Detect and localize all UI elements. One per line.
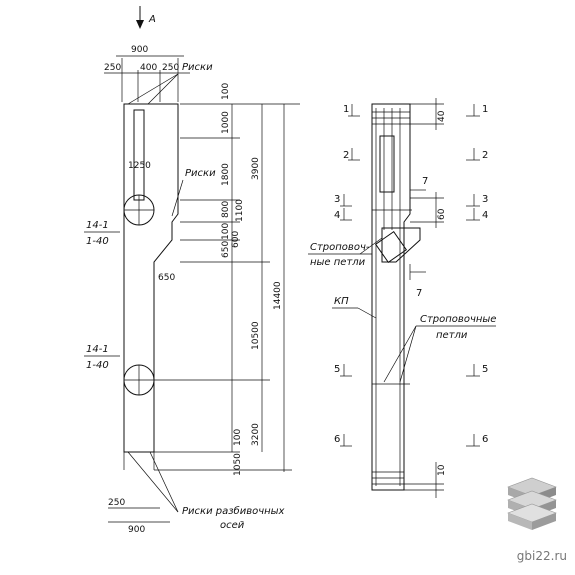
- dim-v-1050: 1050: [233, 453, 243, 476]
- section-left-1: 1: [343, 104, 349, 115]
- dim-bottom-900: 900: [128, 525, 145, 535]
- dim-top-900: 900: [131, 45, 148, 55]
- dim-right-10: 10: [437, 464, 447, 476]
- hole-label-1-line2: 1-40: [86, 236, 109, 247]
- left-column-elevation: 900 250 400 250 Риски 1250 14-1 1-40 14-…: [84, 45, 300, 535]
- label-loops-right-1: Строповочные: [420, 314, 496, 325]
- view-label: A: [148, 14, 156, 25]
- section-right-2: 2: [482, 150, 488, 161]
- dim-v-100-mid: 100: [221, 223, 231, 240]
- section-right-6: 6: [482, 434, 488, 445]
- label-loops-right-2: петли: [436, 330, 468, 341]
- dim-top-250-right: 250: [162, 63, 179, 73]
- label-loops-left-2: ные петли: [310, 257, 366, 268]
- hole-label-2-line2: 1-40: [86, 360, 109, 371]
- section-cut-7-bottom: 7: [416, 288, 422, 299]
- dim-v-100-top: 100: [221, 83, 231, 100]
- section-cut-7-top: 7: [422, 176, 428, 187]
- section-marks-right: 1 2 3 4 5 6: [466, 104, 488, 447]
- watermark-text: gbi22.ru: [516, 549, 567, 563]
- section-marks-left: 1 2 3 4 5 6: [334, 104, 360, 447]
- right-column-reinforcement: 40 60 10 7 7 1 2 3 4 5 6 1: [308, 98, 496, 498]
- hole-label-2-line1: 14-1: [86, 344, 109, 355]
- label-marks-mid: Риски: [185, 168, 216, 179]
- section-left-5: 5: [334, 364, 340, 375]
- dim-v-1100: 1100: [235, 199, 245, 222]
- dim-v-100-bottom: 100: [233, 429, 243, 446]
- dim-v-650: 650: [221, 241, 231, 258]
- label-marks-bottom-1: Риски разбивочных: [182, 505, 285, 517]
- dim-v-10500: 10500: [251, 321, 261, 350]
- dim-v-1800: 1800: [221, 163, 231, 186]
- dim-v-14400: 14400: [273, 281, 283, 310]
- dim-top-400: 400: [140, 63, 157, 73]
- dim-right-60: 60: [437, 208, 447, 220]
- dim-v-3200: 3200: [251, 423, 261, 446]
- section-right-5: 5: [482, 364, 488, 375]
- section-right-1: 1: [482, 104, 488, 115]
- dim-top-250-left: 250: [104, 63, 121, 73]
- dim-bottom-250: 250: [108, 498, 125, 508]
- label-loops-left-1: Строповоч-: [310, 242, 370, 253]
- dim-v-600: 600: [231, 231, 241, 248]
- watermark-logo-icon: [507, 477, 557, 530]
- dim-notch-650: 650: [158, 273, 175, 283]
- dim-v-800: 800: [221, 201, 231, 218]
- dim-hole-1250: 1250: [128, 161, 151, 171]
- section-left-3: 3: [334, 194, 340, 205]
- section-left-6: 6: [334, 434, 340, 445]
- hole-label-1-line1: 14-1: [86, 220, 109, 231]
- section-right-3: 3: [482, 194, 488, 205]
- section-left-4: 4: [334, 210, 340, 221]
- label-marks-top: Риски: [182, 62, 213, 73]
- dim-v-3900: 3900: [251, 157, 261, 180]
- section-right-4: 4: [482, 210, 488, 221]
- label-marks-bottom-2: осей: [220, 520, 245, 531]
- section-left-2: 2: [343, 150, 349, 161]
- label-kp: КП: [334, 296, 349, 307]
- view-arrow-a: A: [136, 6, 156, 29]
- dim-right-40: 40: [437, 110, 447, 122]
- dim-v-1000: 1000: [221, 111, 231, 134]
